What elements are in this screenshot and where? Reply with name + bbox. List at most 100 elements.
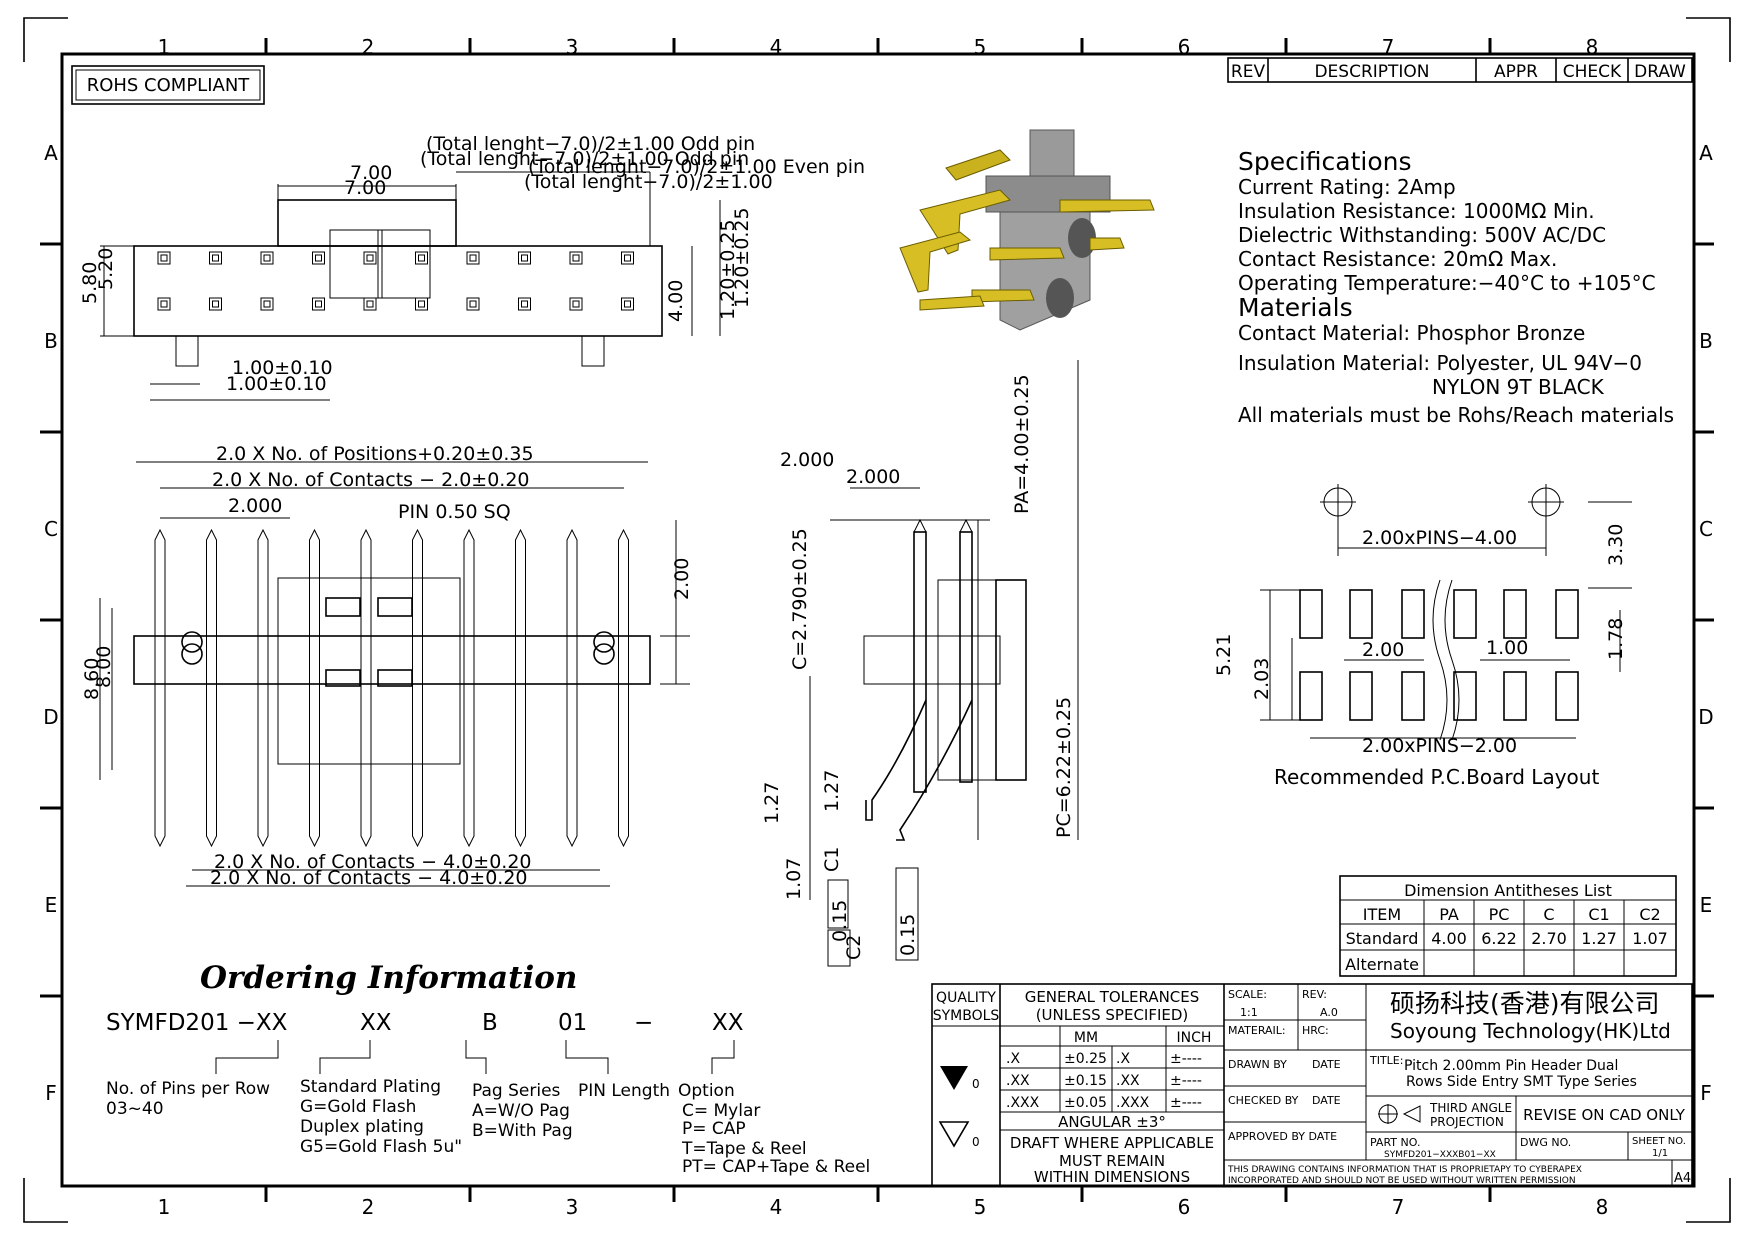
material-line: Insulation Material: Polyester, UL 94V−0: [1238, 351, 1642, 375]
dim-015-b: 0.15: [897, 914, 919, 956]
contact-pad-inner: [418, 254, 425, 262]
dim-left-800: 8.00: [93, 646, 115, 688]
zone-row-left: C: [44, 517, 58, 541]
rohs-box: [71, 65, 265, 105]
order-option-desc: C= Mylar: [682, 1101, 760, 1121]
dim-c2: C2: [843, 935, 865, 960]
antitheses-title: Dimension Antitheses List: [1404, 881, 1612, 900]
pcb-dim-521: 5.21: [1213, 634, 1235, 676]
spec-line: Current Rating: 2Amp: [1238, 175, 1456, 199]
appr-header: APPR: [1494, 62, 1538, 82]
contact-pad: [518, 297, 531, 311]
tb-rev-label: REV:: [1302, 988, 1327, 1001]
top-view: [100, 171, 721, 401]
zone-row-right: A: [1699, 141, 1713, 165]
dim-total-length-odd-2: (Total lenght−7.0)/2±1.00 Odd pin: [420, 148, 749, 170]
order-code-part: 01: [558, 1010, 587, 1036]
zone-row-right: C: [1699, 517, 1713, 541]
tb-sheet-label: SHEET NO.: [1632, 1136, 1686, 1147]
tb-rev-value: A.0: [1320, 1006, 1338, 1019]
header-pin: [309, 528, 320, 848]
contact-pad: [466, 297, 480, 311]
zone-row-left: F: [45, 1081, 57, 1105]
order-code-part: SYMFD201 −XX: [106, 1010, 288, 1036]
contact-pad: [157, 251, 171, 265]
tb-tol: ±----: [1170, 1073, 1202, 1089]
pcb-dim-100: 1.00: [1486, 637, 1528, 659]
tb-company-cn: 硕扬科技(香港)有限公司: [1390, 989, 1660, 1018]
header-pin: [515, 528, 526, 848]
dim-pitch: 2.000: [228, 495, 282, 517]
contact-pad-inner: [418, 300, 425, 308]
order-plating-desc: G=Gold Flash: [300, 1097, 416, 1117]
dim-total-length-odd-1: (Total lenght−7.0)/2±1.00 Odd pin: [426, 133, 755, 155]
antitheses-cell: 1.07: [1632, 929, 1668, 948]
tb-general-tol: GENERAL TOLERANCES: [1025, 988, 1200, 1006]
spec-line: Contact Resistance: 20mΩ Max.: [1238, 247, 1557, 271]
zone-col-bottom: 3: [566, 1195, 579, 1219]
contact-pad: [260, 297, 274, 311]
title-block-frame: [931, 983, 1693, 1187]
contact-pad-inner: [315, 254, 322, 262]
tb-scale-label: SCALE:: [1228, 988, 1267, 1001]
tb-projection: PROJECTION: [1430, 1115, 1504, 1129]
dim-127-b: 1.27: [821, 770, 843, 812]
tb-material-label: MATERAIL:: [1228, 1024, 1286, 1037]
pcb-pad: [1299, 589, 1323, 639]
dim-total-length-even: (Total lenght−7.0)/2±1.00 Even pin: [528, 156, 865, 178]
zone-ticks: [40, 38, 1714, 1202]
corner-marks: [23, 17, 1731, 1223]
contact-pad-inner: [521, 254, 528, 262]
draw-header: DRAW: [1634, 62, 1686, 82]
tb-revise: REVISE ON CAD ONLY: [1523, 1106, 1686, 1124]
tb-tol: ±----: [1170, 1051, 1202, 1067]
tb-quality: QUALITY: [936, 990, 996, 1006]
contact-pad: [157, 297, 171, 311]
contact-pad-inner: [263, 254, 271, 262]
header-pin: [360, 528, 372, 848]
antitheses-cell: 2.70: [1531, 929, 1567, 948]
antitheses-header: ITEM: [1363, 905, 1401, 924]
dim-right-a: 1.20±0.25: [717, 219, 739, 320]
order-option-desc: T=Tape & Reel: [681, 1139, 807, 1159]
tb-checked-by: CHECKED BY: [1228, 1094, 1299, 1107]
pcb-pad: [1401, 589, 1425, 639]
zone-col-bottom: 1: [158, 1195, 171, 1219]
pcb-pad: [1349, 589, 1373, 639]
contact-pad-inner: [624, 300, 631, 308]
tb-angular: ANGULAR ±3°: [1058, 1113, 1166, 1131]
order-code-part: −: [634, 1010, 653, 1036]
pcb-pad: [1453, 589, 1477, 639]
tb-sym-1: 0: [972, 1077, 980, 1091]
dim-right-b: 1.20±0.25: [731, 207, 753, 308]
order-pag-desc: A=W/O Pag: [472, 1101, 570, 1121]
tb-notice: INCORPORATED AND SHOULD NOT BE USED WITH…: [1228, 1176, 1576, 1186]
contact-pad: [569, 251, 583, 265]
header-pin: [206, 528, 217, 848]
contact-pad-inner: [572, 300, 580, 308]
tb-tol: .X: [1006, 1051, 1020, 1067]
zone-col-bottom: 6: [1178, 1195, 1191, 1219]
tb-part-no: SYMFD201−XXXB01−XX: [1384, 1150, 1496, 1160]
spec-line: Dielectric Withstanding: 500V AC/DC: [1238, 223, 1606, 247]
zone-row-right: D: [1698, 705, 1713, 729]
order-code-part: B: [482, 1010, 498, 1036]
connector-3d-render: [899, 129, 1155, 331]
contact-pad: [260, 251, 274, 265]
tb-draft: DRAFT WHERE APPLICABLE: [1010, 1134, 1214, 1152]
order-code-part: XX: [360, 1010, 392, 1036]
tb-company-en: Soyoung Technology(HK)Ltd: [1390, 1019, 1671, 1043]
zone-col-top: 7: [1382, 35, 1395, 59]
pcb-caption: Recommended P.C.Board Layout: [1274, 765, 1599, 789]
pcb-dim-203: 2.03: [1251, 658, 1273, 700]
pcb-dim-bottom: 2.00xPINS−2.00: [1362, 735, 1517, 757]
pcb-pad: [1503, 589, 1527, 639]
tb-hrc-label: HRC:: [1302, 1024, 1329, 1037]
side-view: [809, 360, 1079, 967]
pcb-pad: [1299, 671, 1323, 721]
zone-col-bottom: 7: [1392, 1195, 1405, 1219]
tb-part-no-label: PART NO.: [1370, 1136, 1420, 1149]
zone-col-top: 1: [158, 35, 171, 59]
tb-tol: .XX: [1006, 1073, 1030, 1089]
contact-pad-inner: [624, 254, 631, 262]
